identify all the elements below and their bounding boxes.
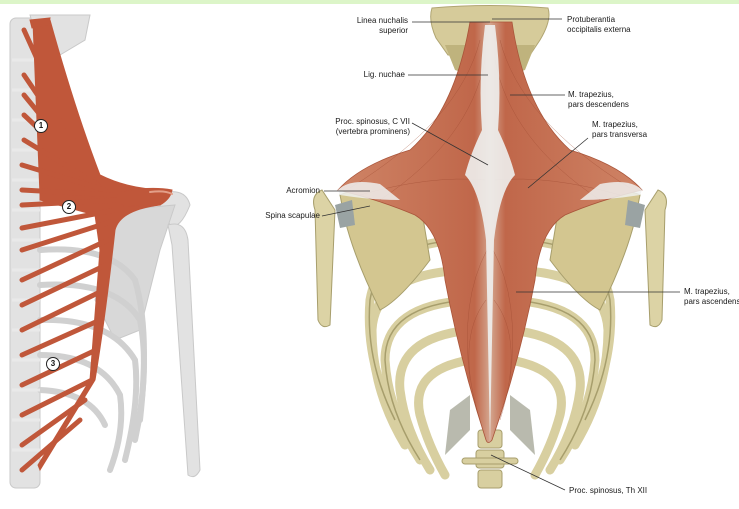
label-line: Spina scapulae <box>265 211 320 220</box>
label-protuberantia-occipitalis-externa: Protuberantia occipitalis externa <box>567 15 631 35</box>
label-acromion: Acromion <box>250 186 320 196</box>
marker-1: 1 <box>34 119 48 133</box>
label-pars-transversa: M. trapezius, pars transversa <box>592 120 647 140</box>
label-line: occipitalis externa <box>567 25 631 34</box>
marker-3: 3 <box>46 357 60 371</box>
label-line: (vertebra prominens) <box>335 127 410 136</box>
label-line: Lig. nuchae <box>363 70 405 79</box>
header-strip <box>0 0 739 4</box>
label-line: pars descendens <box>568 100 629 109</box>
label-spina-scapulae: Spina scapulae <box>240 211 320 221</box>
label-line: M. trapezius, <box>592 120 638 129</box>
label-line: Linea nuchalis <box>356 16 408 25</box>
label-line: M. trapezius, <box>568 90 614 99</box>
label-line: Proc. spinosus, C VII <box>335 117 410 126</box>
marker-2: 2 <box>62 200 76 214</box>
label-linea-nuchalis-superior: Linea nuchalis superior <box>348 16 408 36</box>
left-schematic-illustration <box>9 14 201 489</box>
label-line: Proc. spinosus, Th XII <box>569 486 648 495</box>
label-pars-descendens: M. trapezius, pars descendens <box>568 90 629 110</box>
label-line: pars transversa <box>592 130 648 139</box>
label-line: M. trapezius, <box>684 287 730 296</box>
label-pars-ascendens: M. trapezius, pars ascendens <box>684 287 739 307</box>
label-lig-nuchae: Lig. nuchae <box>340 70 405 80</box>
label-line: Protuberantia <box>567 15 616 24</box>
label-line: superior <box>379 26 408 35</box>
label-proc-spinosus-c7: Proc. spinosus, C VII (vertebra prominen… <box>320 117 410 137</box>
label-line: Acromion <box>286 186 320 195</box>
label-proc-spinosus-th12: Proc. spinosus, Th XII <box>569 486 647 496</box>
label-line: pars ascendens <box>684 297 739 306</box>
trapezius-dorsal-illustration <box>313 5 667 489</box>
